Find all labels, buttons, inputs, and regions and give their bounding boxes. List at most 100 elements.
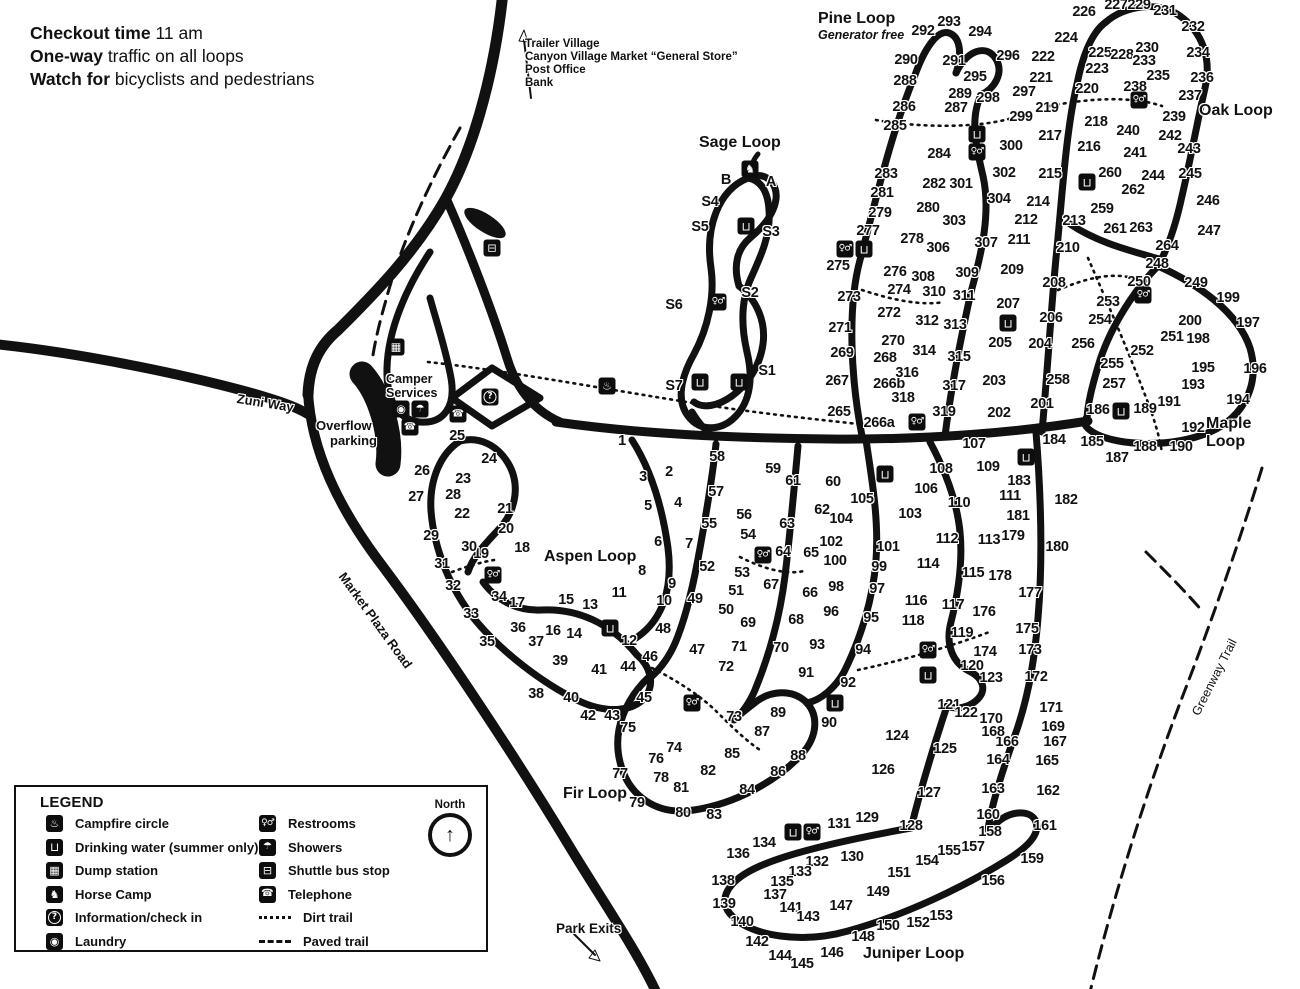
site-219: 219 — [1035, 100, 1059, 116]
note-watch: Watch for bicyclists and pedestrians — [30, 68, 315, 89]
site-37: 37 — [528, 634, 544, 650]
trailer-village-line2: Canyon Village Market “General Store” — [525, 51, 738, 63]
site-28: 28 — [445, 487, 461, 503]
site-144: 144 — [768, 948, 792, 964]
site-S5: S5 — [691, 219, 709, 235]
paved-trail — [1144, 550, 1205, 614]
site-135: 135 — [770, 874, 794, 890]
oak-loop-road — [1038, 18, 1110, 436]
site-53: 53 — [734, 565, 750, 581]
site-220: 220 — [1075, 81, 1099, 97]
site-138: 138 — [711, 873, 735, 889]
site-87: 87 — [754, 724, 770, 740]
site-S2: S2 — [741, 285, 759, 301]
site-89: 89 — [770, 705, 786, 721]
restrooms-icon: ♀♂ — [803, 823, 821, 841]
site-267: 267 — [825, 373, 849, 389]
drinking-water-icon: ⊔ — [855, 240, 873, 258]
drinking-water-icon: ⊔ — [919, 666, 937, 684]
site-288: 288 — [893, 73, 917, 89]
note-checkout: Checkout time 11 am — [30, 23, 203, 43]
horse-camp-icon: ♞ — [741, 160, 759, 178]
legend-item: ⊔Drinking water (summer only) — [46, 838, 259, 856]
site-146: 146 — [820, 945, 844, 961]
site-S4: S4 — [701, 194, 719, 210]
legend-label: Paved trail — [303, 933, 369, 949]
site-188: 188 — [1133, 439, 1157, 455]
camper-services-label-2: Services — [386, 386, 438, 400]
site-207: 207 — [996, 296, 1020, 312]
site-186: 186 — [1086, 402, 1110, 418]
site-229: 229 — [1127, 0, 1151, 13]
site-243: 243 — [1177, 141, 1201, 157]
site-191: 191 — [1157, 394, 1181, 410]
drinking-water-icon: ⊔ — [737, 217, 755, 235]
site-147: 147 — [829, 898, 853, 914]
site-311: 311 — [952, 288, 976, 304]
site-181: 181 — [1006, 508, 1030, 524]
site-296: 296 — [996, 48, 1020, 64]
site-213: 213 — [1062, 213, 1086, 229]
legend-label: Drinking water (summer only) — [75, 839, 259, 855]
site-80: 80 — [675, 805, 691, 821]
campfire-circle-icon: ♨ — [46, 815, 63, 832]
site-122: 122 — [954, 705, 978, 721]
restrooms-icon: ♀♂ — [259, 815, 276, 832]
site-226: 226 — [1072, 4, 1096, 20]
legend-label: Dump station — [75, 863, 159, 878]
trailer-village-line4: Bank — [525, 77, 554, 89]
interior-road-1-12 — [628, 436, 673, 642]
site-95: 95 — [863, 610, 879, 626]
site-307: 307 — [974, 235, 998, 251]
site-73: 73 — [726, 709, 742, 725]
site-222: 222 — [1031, 49, 1055, 65]
camper-services-label-1: Camper — [386, 372, 433, 386]
site-251: 251 — [1160, 329, 1184, 345]
site-249: 249 — [1184, 275, 1208, 291]
site-199: 199 — [1216, 290, 1240, 306]
site-59: 59 — [765, 461, 781, 477]
site-263: 263 — [1129, 220, 1153, 236]
restrooms-icon: ♀♂ — [1130, 91, 1148, 109]
site-193: 193 — [1181, 377, 1205, 393]
drinking-water-icon: ⊔ — [1112, 402, 1130, 420]
overflow-parking-area — [349, 361, 402, 477]
site-120: 120 — [960, 658, 984, 674]
legend-label: Shuttle bus stop — [288, 863, 390, 878]
site-15: 15 — [558, 592, 574, 608]
pine-loop-road — [848, 29, 964, 440]
dirt-trail — [1048, 97, 1164, 108]
site-250: 250 — [1127, 274, 1151, 290]
site-204: 204 — [1028, 336, 1052, 352]
site-224: 224 — [1054, 30, 1078, 46]
site-129: 129 — [855, 810, 879, 826]
site-86: 86 — [770, 764, 786, 780]
site-170: 170 — [979, 711, 1003, 727]
site-123: 123 — [979, 670, 1003, 686]
site-158: 158 — [978, 824, 1002, 840]
site-29: 29 — [423, 528, 439, 544]
drinking-water-icon: ⊔ — [1017, 448, 1035, 466]
site-274: 274 — [887, 282, 911, 298]
site-258: 258 — [1046, 372, 1070, 388]
site-317: 317 — [942, 378, 966, 394]
site-65: 65 — [803, 545, 819, 561]
north-indicator: North ↑ — [428, 799, 472, 857]
site-130: 130 — [840, 849, 864, 865]
site-221: 221 — [1029, 70, 1053, 86]
site-113: 113 — [977, 532, 1001, 548]
legend-item: ▦Dump station — [46, 862, 259, 879]
site-19: 19 — [473, 546, 489, 562]
site-246: 246 — [1196, 193, 1220, 209]
site-112: 112 — [935, 531, 959, 547]
site-257: 257 — [1102, 376, 1126, 392]
legend-item: ☂Showers — [259, 838, 419, 856]
site-78: 78 — [653, 770, 669, 786]
fir-loop-road — [614, 672, 819, 815]
site-161: 161 — [1033, 818, 1057, 834]
dirt-trail — [860, 288, 946, 305]
site-292: 292 — [911, 23, 935, 39]
site-236: 236 — [1190, 70, 1214, 86]
oak-loop-label: Oak Loop — [1199, 102, 1273, 119]
site-69: 69 — [740, 615, 756, 631]
